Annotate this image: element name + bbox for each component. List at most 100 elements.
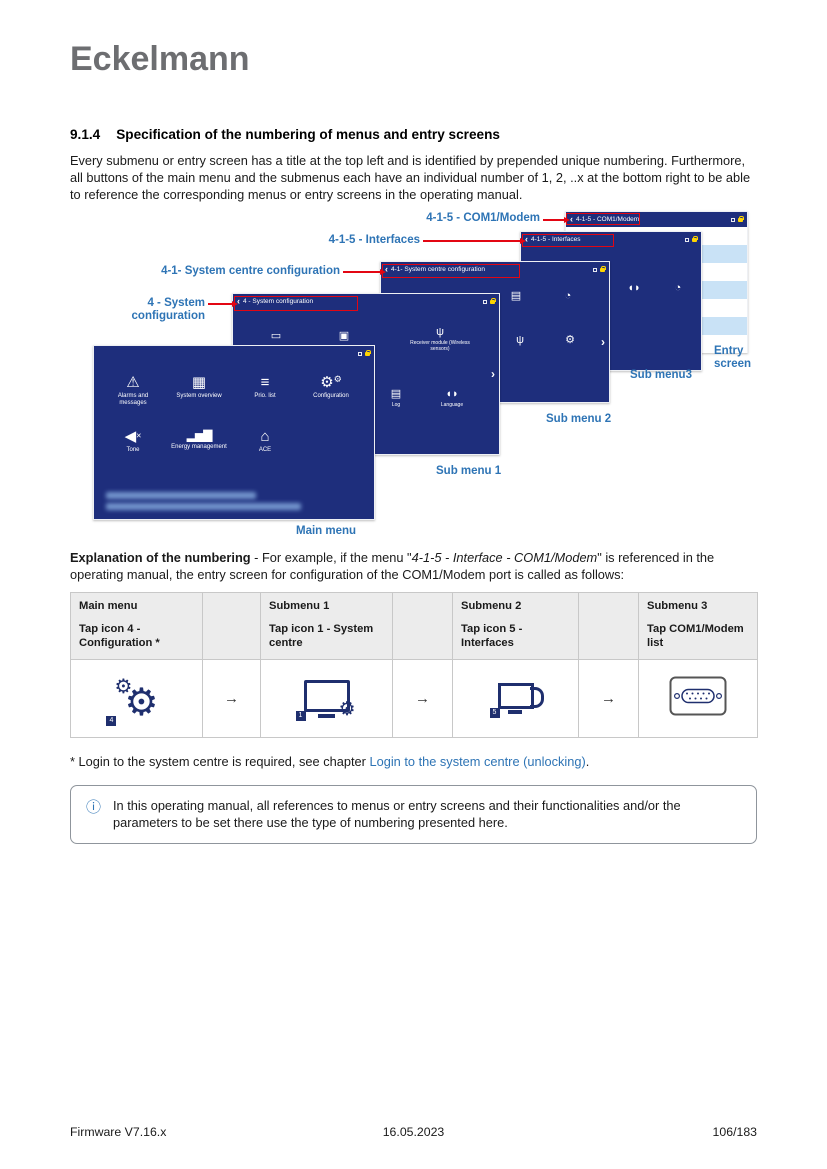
menu-button: ▭ (247, 331, 305, 344)
table-icon-cell-com1-modem (638, 658, 758, 738)
window-icon (731, 217, 735, 222)
button-number-badge: 5 (489, 707, 500, 718)
lock-icon (738, 215, 744, 222)
screen-caption: Sub menu 2 (546, 413, 612, 426)
table-header-spacer (202, 591, 261, 660)
company-logo: Eckelmann (70, 40, 250, 78)
speech-bubble-icon: ◖◗ (627, 282, 641, 295)
alarm-warning-icon: ⚠ (126, 374, 140, 392)
lock-icon (365, 349, 371, 356)
prio-list-icon: ≡ (260, 374, 270, 392)
numbering-table: Main menu Tap icon 4 - Configuration * S… (70, 591, 758, 738)
menu-button: ◖◗ (605, 283, 663, 296)
menu-button: ⚠ Alarms and messages (117, 374, 149, 407)
arrow-cell: → (392, 658, 453, 738)
submenu3-titlebar: ‹ 4-1-5 - Interfaces (521, 232, 701, 247)
antenna-icon: ψ (516, 334, 524, 347)
menu-button: ⚙ (541, 335, 599, 348)
submenu1-titlebar: ‹ 4 - System configuration (233, 294, 499, 309)
table-header-submenu1: Submenu 1 Tap icon 1 - System centre (260, 591, 393, 660)
right-arrow-icon: → (415, 689, 430, 707)
next-page-chevron-icon: › (601, 335, 605, 350)
intro-paragraph: Every submenu or entry screen has a titl… (70, 153, 751, 203)
table-header-submenu2: Submenu 2 Tap icon 5 - Interfaces (452, 591, 579, 660)
section-title: Specification of the numbering of menus … (116, 127, 500, 142)
gear-icon: ⚙ (565, 334, 575, 347)
menu-button: ▤ Log (390, 388, 402, 409)
lock-icon (600, 265, 606, 272)
tone-mute-icon: ◀× (124, 428, 142, 446)
system-overview-icon: ▦ (191, 374, 207, 392)
blurred-text-bar (106, 503, 301, 511)
page-content: Eckelmann 9.1.4 Specification of the numb… (70, 40, 758, 845)
menu-button: ⌂ ACE (258, 428, 272, 454)
red-connector-line (343, 268, 386, 275)
clock-icon: ◔ (564, 290, 572, 303)
arrow-cell: → (578, 658, 639, 738)
dsub-connector-icon (669, 676, 727, 721)
chapter-link[interactable]: Login to the system centre (unlocking) (369, 753, 586, 769)
interface-cable-icon (497, 682, 544, 714)
back-chevron-icon: ‹ (237, 296, 240, 307)
footer-page-number: 106/183 (712, 1125, 757, 1139)
monitor-icon: ▭ (270, 330, 282, 343)
red-connector-line (423, 237, 526, 244)
table-icon-cell-system-centre: ⚙ 1 (260, 658, 393, 738)
lock-icon (490, 297, 496, 304)
back-chevron-icon: ‹ (570, 214, 573, 225)
screen-caption: Main menu (296, 525, 357, 538)
right-arrow-icon: → (224, 689, 239, 707)
lock-icon (692, 235, 698, 242)
window-icon (483, 299, 487, 304)
callout-label: 4-1-5 - COM1/Modem (426, 212, 540, 225)
menu-button: ▦ System overview (176, 374, 222, 400)
menu-button: ⚙⚙ Configuration (313, 374, 349, 400)
right-arrow-icon: → (601, 689, 616, 707)
screen-caption: Sub menu3 (630, 369, 692, 382)
menu-numbering-diagram: ‹ 4-1-5 - COM1/Modem ‹ 4-1-5 - Interface… (70, 211, 757, 543)
monitor-gear-icon: ⚙ (303, 679, 356, 719)
table-icon-cell-configuration: ⚙⚙ 4 (70, 658, 203, 738)
info-note: ⓘ In this operating manual, all referenc… (70, 784, 757, 845)
explanation-lead: Explanation of the numbering (70, 550, 251, 566)
blurred-text-bar (106, 492, 256, 500)
menu-button: ▤ (487, 291, 545, 304)
red-highlight-box (522, 234, 614, 248)
callout-label: 4 - System configuration (131, 297, 205, 322)
red-highlight-box (234, 296, 358, 312)
callout-label: 4-1- System centre configuration (161, 265, 340, 278)
info-note-text: In this operating manual, all references… (113, 797, 681, 831)
red-connector-line (543, 216, 570, 223)
button-number-badge: 4 (106, 716, 117, 727)
red-highlight-box (382, 264, 520, 279)
menu-button: ▣ (315, 331, 373, 344)
table-icon-cell-interfaces: 5 (452, 658, 579, 738)
footer-date: 16.05.2023 (382, 1125, 445, 1139)
window-icon (358, 351, 362, 356)
back-chevron-icon: ‹ (525, 234, 528, 245)
submenu3-title: 4-1-5 - Interfaces (531, 236, 581, 244)
explanation-paragraph: Explanation of the numbering - For examp… (70, 550, 715, 583)
gears-icon: ⚙ (124, 682, 159, 725)
section-heading: 9.1.4 Specification of the numbering of m… (70, 127, 757, 142)
red-connector-line (208, 300, 238, 307)
gears-icon: ⚙ (114, 676, 133, 699)
clock-gear-icon: ◔ (674, 282, 682, 295)
menu-button: ◔ (649, 283, 707, 296)
button-number-badge: 1 (295, 710, 306, 721)
main-menu-row-2: ◀× Tone ▂▅▇ Energy management ⌂ ACE (94, 407, 374, 454)
entry-screen-titlebar: ‹ 4-1-5 - COM1/Modem (566, 212, 747, 227)
back-chevron-icon: ‹ (385, 264, 388, 275)
menu-button: ≡ Prio. list (254, 374, 276, 400)
section-number: 9.1.4 (70, 127, 101, 142)
menu-button: ψ Receiver module (Wireless sensors) (410, 326, 470, 353)
window-icon (593, 267, 597, 272)
screen-caption: Sub menu 1 (436, 465, 502, 478)
receiver-antenna-icon: ψ (436, 326, 444, 339)
list-icon: ▤ (510, 290, 522, 303)
footer-firmware: Firmware V7.16.x (70, 1125, 167, 1139)
main-menu-titlebar (94, 346, 374, 361)
red-highlight-box (566, 213, 640, 226)
screen-caption: Entry screen (714, 345, 752, 371)
window-icon (685, 237, 689, 242)
